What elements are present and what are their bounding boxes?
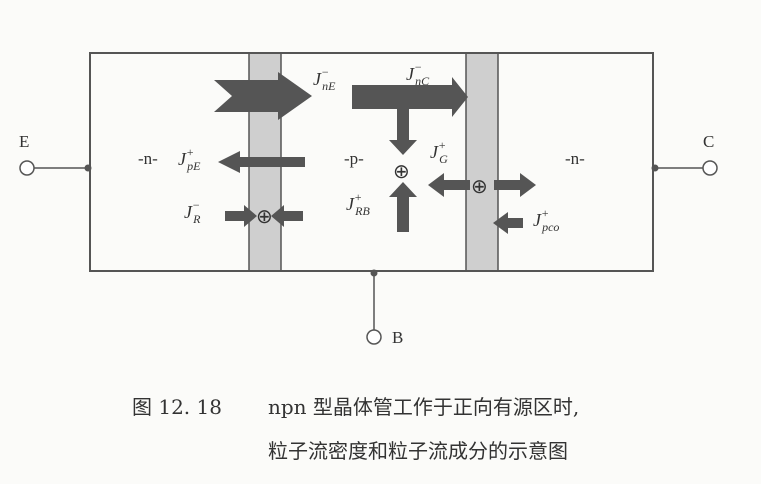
current-label-Jpco: J+pco: [533, 206, 559, 234]
collector-terminal: [651, 160, 718, 176]
base-recombination-up-arrow: [389, 182, 417, 232]
current-label-JR: J−R: [184, 198, 201, 226]
current-label-JG: J+G: [430, 138, 448, 166]
collector-hole-flux-arrow: [493, 212, 523, 234]
current-label-JpE: J+pE: [178, 145, 201, 173]
current-label-JRB: J+RB: [346, 190, 370, 218]
base-collector-depletion-region: [466, 53, 498, 271]
electron-flux-collector-arrow: [352, 77, 468, 117]
base-label: B: [392, 328, 403, 347]
recombination-down-arrow: [389, 109, 417, 155]
base-terminal: [366, 269, 382, 345]
recombination-symbol-base: ⊕: [393, 161, 410, 183]
electron-flux-emitter-arrow: [214, 72, 312, 120]
recombination-left-arrow: [225, 205, 257, 227]
base-region-label: -p-: [344, 149, 364, 168]
caption-line-1: npn 型晶体管工作于正向有源区时,: [268, 395, 579, 419]
hole-flux-emitter-arrow: [218, 151, 305, 173]
caption-line-2: 粒子流密度和粒子流成分的示意图: [268, 439, 568, 463]
emitter-region-label: -n-: [138, 149, 158, 168]
generation-symbol-collector-junction: ⊕: [471, 176, 488, 198]
current-label-JnC: J−nC: [406, 60, 430, 88]
recombination-right-arrow: [271, 205, 303, 227]
current-label-JnE: J−nE: [313, 65, 336, 93]
emitter-label: E: [19, 132, 29, 151]
generation-left-arrow: [428, 173, 470, 197]
collector-label: C: [703, 132, 714, 151]
collector-region-label: -n-: [565, 149, 585, 168]
generation-right-arrow: [494, 173, 536, 197]
emitter-terminal: [19, 160, 92, 176]
recombination-symbol-emitter-junction: ⊕: [256, 206, 273, 228]
caption-number: 图 12. 18: [132, 395, 222, 419]
